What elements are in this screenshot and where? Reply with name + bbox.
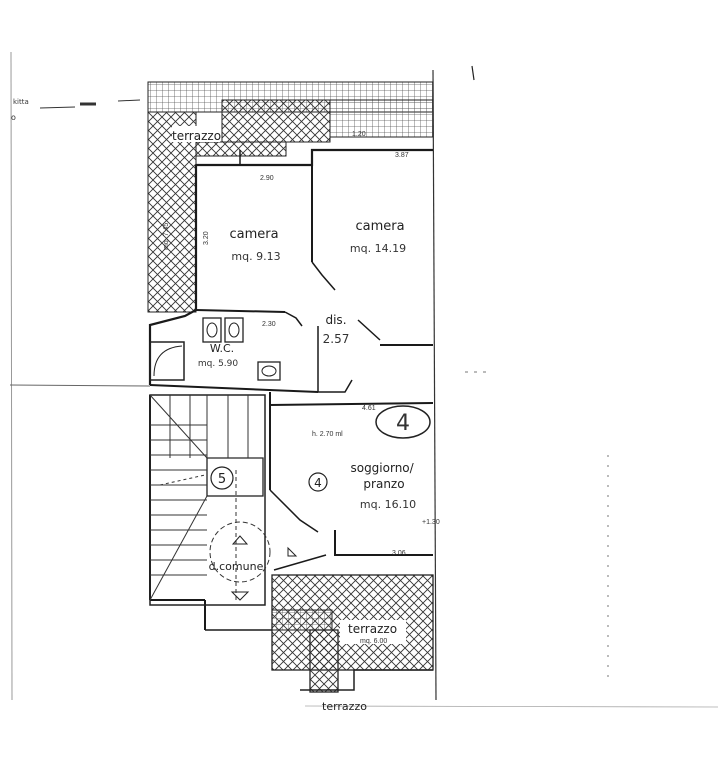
dis-label: dis. — [325, 313, 346, 327]
comune-label: d.comune — [209, 560, 264, 573]
top-left-mark: o — [11, 113, 16, 122]
common-area — [209, 521, 298, 601]
dim-1-20: 1.20 — [352, 131, 366, 138]
camera-left-label: camera — [229, 227, 278, 242]
dim-3-20: 3.20 — [203, 231, 210, 245]
dim-3-06: 3.06 — [392, 550, 406, 557]
dis-area: 2.57 — [323, 332, 350, 346]
dim-2-30: 2.30 — [262, 321, 276, 328]
soggiorno-label: soggiorno/ pranzo — [350, 461, 417, 491]
top-left-note: kitta — [13, 98, 29, 106]
room-5-circle — [210, 466, 234, 490]
camera-right-area: mq. 14.19 — [350, 242, 406, 255]
soggiorno-area: mq. 16.10 — [360, 498, 416, 511]
room-4-number: 4 — [314, 476, 322, 490]
dim-2-90: 2.90 — [260, 175, 274, 182]
wc-label: W.C. — [210, 342, 234, 355]
walls — [148, 148, 434, 631]
wc-area: mq. 5.90 — [198, 359, 239, 369]
wc-fixtures — [149, 317, 281, 381]
terrazzo-small-label: terrazzo — [322, 700, 367, 713]
terrace-top — [147, 81, 434, 313]
dim-1-30: +1.30 — [422, 519, 440, 526]
soggiorno-line-1: soggiorno/ — [350, 461, 414, 475]
unit-4-number: 4 — [396, 411, 410, 436]
soggiorno-line-2: pranzo — [363, 477, 404, 491]
soggiorno-height: h. 2.70 ml — [312, 431, 343, 438]
camera-left-area: mq. 9.13 — [231, 250, 280, 263]
room-5-number: 5 — [218, 472, 226, 487]
page-marks — [9, 51, 719, 708]
terrazzo-bottom-area: mq. 6.00 — [360, 638, 387, 645]
dim-4-61: 4.61 — [362, 405, 376, 412]
dim-7-45: mq. 7.45 — [163, 223, 170, 250]
terrazzo-bottom-label: terrazzo — [348, 622, 397, 636]
camera-right-label: camera — [355, 219, 404, 234]
terrazzo-top-label: terrazzo — [172, 129, 221, 143]
room-4-circle — [308, 472, 328, 492]
dim-3-87: 3.87 — [395, 152, 409, 159]
unit-4-badge — [375, 405, 431, 439]
terrace-bottom — [271, 574, 434, 693]
staircase — [149, 394, 266, 606]
